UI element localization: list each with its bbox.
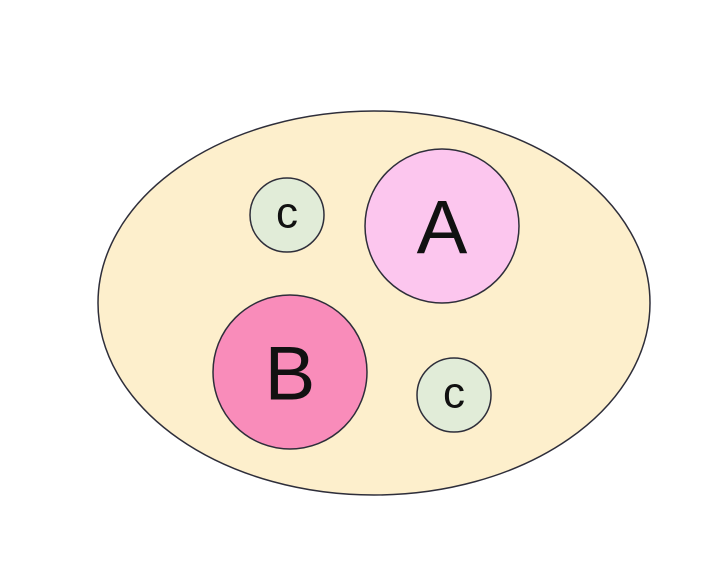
set-c-top-circle xyxy=(249,177,325,253)
set-c-bottom-label: c xyxy=(443,369,465,418)
set-a: A xyxy=(364,148,520,304)
set-b-circle xyxy=(212,294,368,450)
set-c-bottom-circle xyxy=(416,357,492,433)
set-b: B xyxy=(212,294,368,450)
set-a-circle xyxy=(364,148,520,304)
set-c-bottom: c xyxy=(416,357,492,433)
set-a-label: A xyxy=(417,186,468,271)
universe-ellipse xyxy=(97,110,651,496)
set-c-top: c xyxy=(249,177,325,253)
set-b-label: B xyxy=(265,332,316,417)
set-c-top-label: c xyxy=(276,189,298,238)
